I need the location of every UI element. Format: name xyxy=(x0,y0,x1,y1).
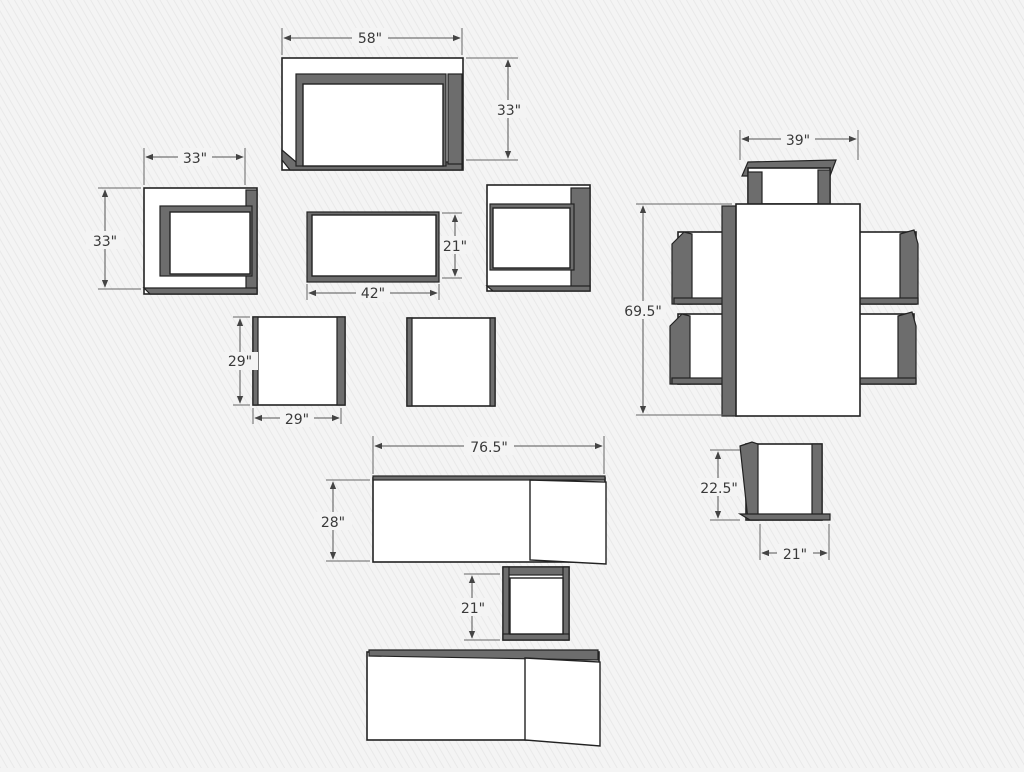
side-table-label: 21" xyxy=(461,601,485,617)
coffee-table-width-label: 42" xyxy=(361,286,385,302)
dining-chair-right-bottom xyxy=(857,311,917,385)
dining-width-dimension: 39" xyxy=(739,130,859,160)
dining-chair-width-dimension: 21" xyxy=(759,524,830,563)
ottoman-width-dimension: 29" xyxy=(252,408,342,428)
side-table xyxy=(502,566,570,641)
armchair-right xyxy=(485,184,591,292)
coffee-table-width-dimension: 42" xyxy=(306,284,440,302)
dining-length-label: 69.5" xyxy=(624,304,662,320)
dining-length-dimension: 69.5" xyxy=(620,203,732,416)
chaise-lounge-bottom xyxy=(366,649,601,747)
sofa-width-label: 58" xyxy=(358,31,382,47)
ottoman-depth-label: 29" xyxy=(228,354,252,370)
chaise-width-label: 76.5" xyxy=(470,440,508,456)
dining-table xyxy=(721,203,861,417)
chaise-width-dimension: 76.5" xyxy=(372,436,605,474)
dining-chair-depth-dimension: 22.5" xyxy=(698,449,740,521)
sofa xyxy=(281,57,464,171)
dining-chair-depth-label: 22.5" xyxy=(700,481,738,497)
chaise-lounge-top xyxy=(372,475,607,565)
armchair-depth-dimension: 33" xyxy=(86,187,141,290)
sofa-depth-label: 33" xyxy=(497,103,521,119)
armchair-width-dimension: 33" xyxy=(143,148,246,185)
dining-chair-width-label: 21" xyxy=(783,547,807,563)
ottoman-width-label: 29" xyxy=(285,412,309,428)
side-table-dimension: 21" xyxy=(456,573,500,641)
dining-chair-right-top xyxy=(857,229,919,305)
dining-chair-top xyxy=(741,159,837,205)
dining-chair-left-bottom xyxy=(669,313,739,385)
coffee-table-depth-dimension: 21" xyxy=(440,212,472,279)
ottoman-left xyxy=(252,316,346,406)
sofa-depth-dimension: 33" xyxy=(466,57,526,161)
chaise-depth-dimension: 28" xyxy=(314,479,370,562)
dining-chair-single xyxy=(737,441,831,521)
coffee-table-depth-label: 21" xyxy=(443,239,467,255)
sofa-width-dimension: 58" xyxy=(281,28,463,55)
chaise-depth-label: 28" xyxy=(321,515,345,531)
armchair-depth-label: 33" xyxy=(93,234,117,250)
armchair-left xyxy=(142,187,258,295)
ottoman-depth-dimension: 29" xyxy=(222,316,258,406)
ottoman-right xyxy=(406,317,496,407)
coffee-table xyxy=(306,211,440,283)
armchair-width-label: 33" xyxy=(183,151,207,167)
dining-width-label: 39" xyxy=(786,133,810,149)
